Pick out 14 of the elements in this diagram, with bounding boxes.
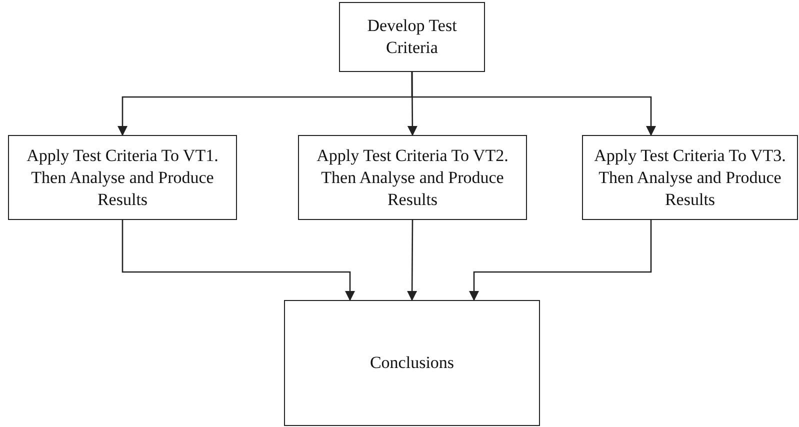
arrow bbox=[411, 72, 656, 136]
process-box bbox=[8, 135, 237, 220]
process-box bbox=[339, 2, 485, 72]
box-text: Apply Test Criteria To VT1. Then Analyse and Produce Results bbox=[26, 144, 220, 210]
process-box bbox=[298, 135, 527, 220]
box-text: Apply Test Criteria To VT3. Then Analyse and Produce Results bbox=[593, 144, 787, 210]
arrow bbox=[407, 220, 418, 301]
box-text: Apply Test Criteria To VT2. Then Analyse and Produce Results bbox=[316, 144, 510, 210]
arrow bbox=[122, 220, 355, 301]
arrow bbox=[469, 220, 652, 301]
process-box bbox=[284, 300, 540, 426]
process-box bbox=[582, 135, 798, 220]
box-text: Conclusions bbox=[370, 352, 454, 374]
box-text: Develop Test Criteria bbox=[366, 15, 458, 59]
